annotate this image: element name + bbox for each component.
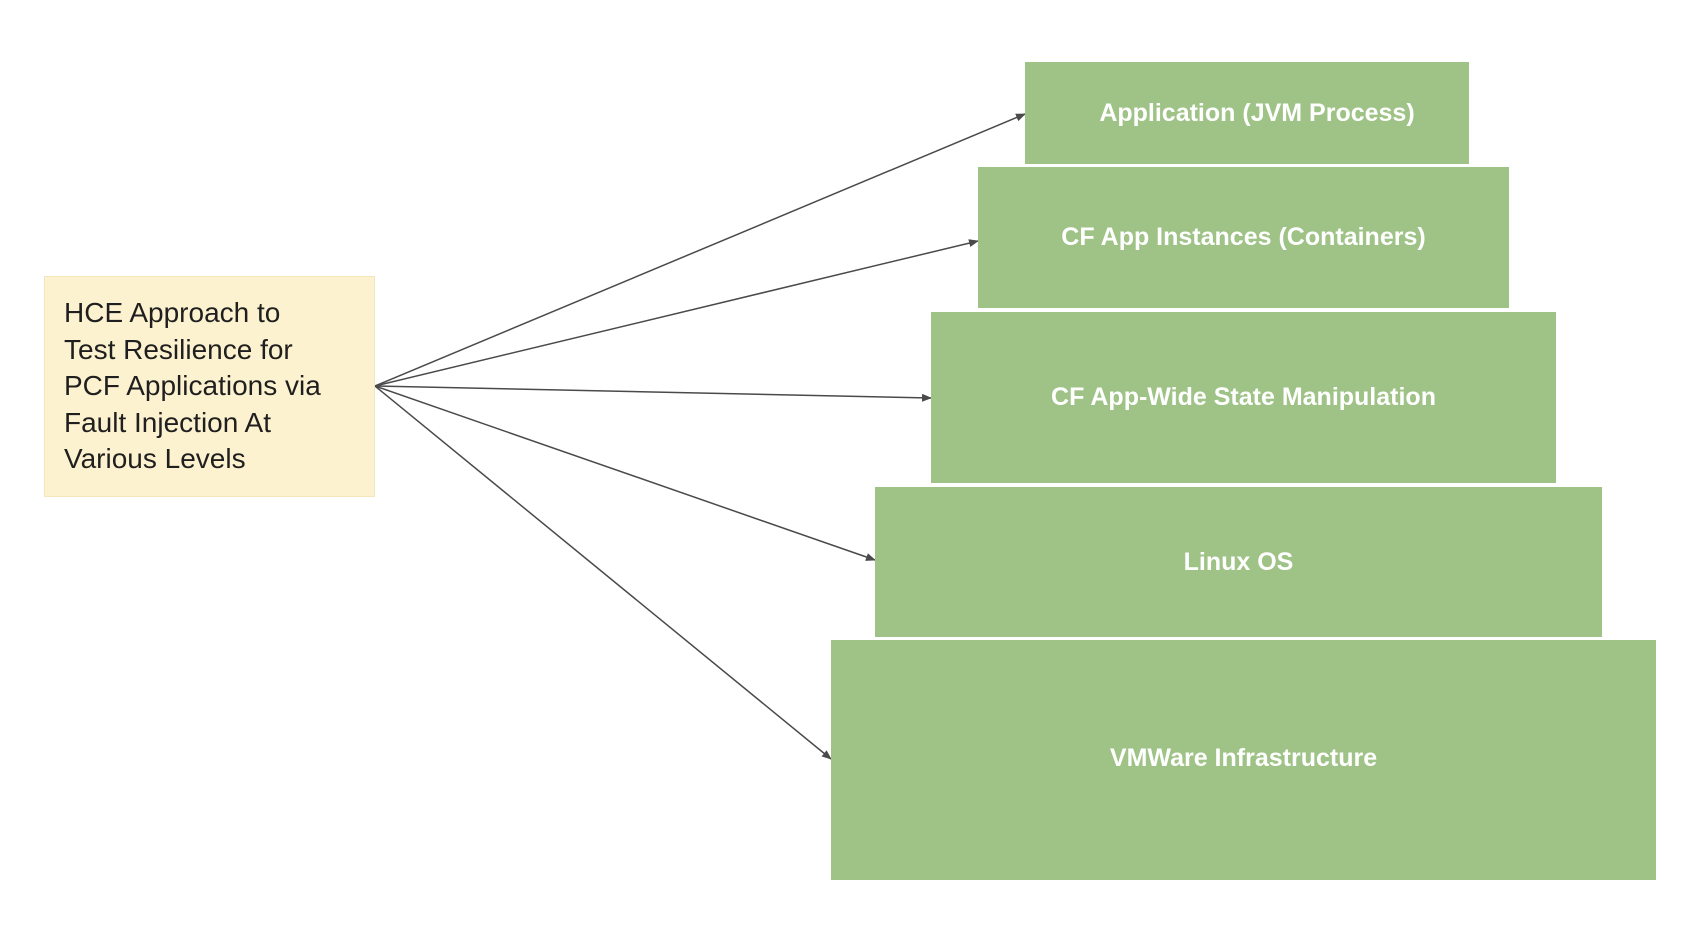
layer-cf-app-instances: CF App Instances (Containers): [978, 167, 1509, 308]
layer-label: CF App-Wide State Manipulation: [1051, 383, 1436, 411]
arrow-to-cf-app-instances: [374, 239, 979, 387]
layer-label: VMWare Infrastructure: [1109, 743, 1378, 772]
layer-cf-app-wide-state: CF App-Wide State Manipulation: [931, 312, 1556, 483]
source-line: Test Resilience for: [64, 333, 293, 365]
layer-linux-os: Linux OS: [875, 487, 1602, 637]
layer-label: Linux OS: [1183, 547, 1294, 576]
layer-label: Application (JVM Process): [1099, 98, 1415, 127]
source-line: PCF Applications via: [64, 370, 321, 401]
arrow-to-application: [374, 113, 1026, 387]
arrow-to-linux-os: [374, 385, 876, 561]
source-line: Various Levels: [64, 443, 246, 474]
source-line: Fault Injection At: [64, 406, 272, 438]
layer-vmware-infrastructure: VMWare Infrastructure: [831, 640, 1656, 880]
arrow-to-vmware-infrastructure: [374, 385, 832, 760]
source-node: HCE Approach to Test Resilience for PCF …: [44, 276, 375, 497]
layer-application-jvm-process: Application (JVM Process): [1025, 62, 1469, 164]
arrow-to-cf-app-wide-state: [374, 385, 932, 402]
layer-label: CF App Instances (Containers): [1061, 223, 1426, 251]
source-line: HCE Approach to: [64, 297, 281, 328]
